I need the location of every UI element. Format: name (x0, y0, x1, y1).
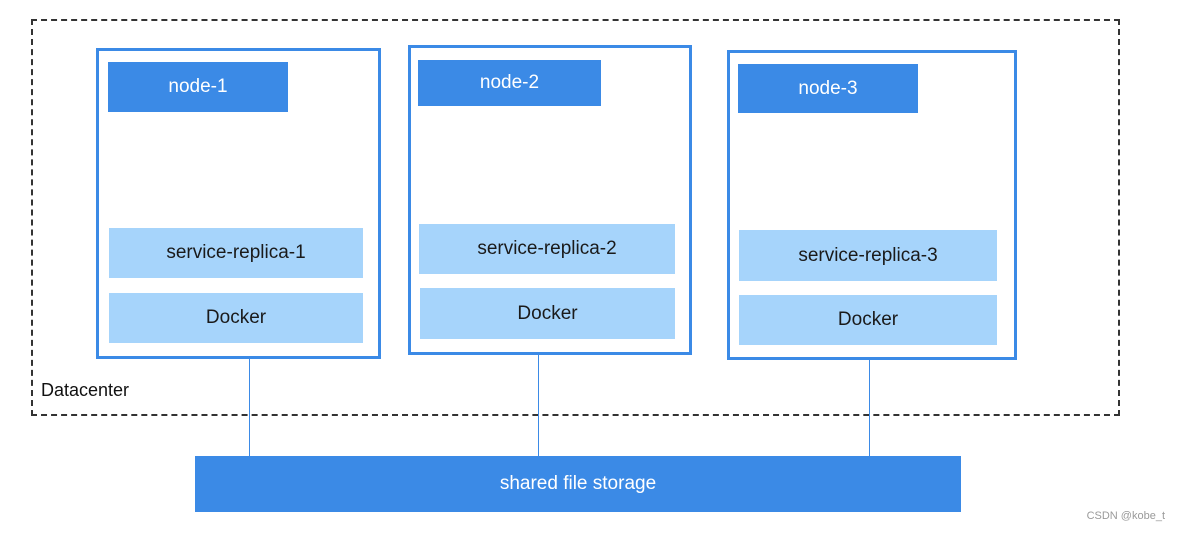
datacenter-label: Datacenter (41, 380, 130, 400)
docker-box-3: Docker (739, 295, 997, 345)
node-title-3: node-3 (738, 64, 918, 113)
shared-file-storage: shared file storage (195, 456, 961, 512)
node-box-1: node-1 service-replica-1 Docker (96, 48, 381, 359)
docker-box-1: Docker (109, 293, 363, 343)
service-replica-box-3: service-replica-3 (739, 230, 997, 281)
connector-node-2 (538, 355, 539, 457)
service-replica-box-1: service-replica-1 (109, 228, 363, 278)
watermark: CSDN @kobe_t (1086, 510, 1165, 522)
node-box-2: node-2 service-replica-2 Docker (408, 45, 692, 355)
docker-box-2: Docker (420, 288, 675, 339)
node-title-1: node-1 (108, 62, 288, 112)
service-replica-box-2: service-replica-2 (419, 224, 675, 274)
connector-node-1 (249, 359, 250, 457)
node-box-3: node-3 service-replica-3 Docker (727, 50, 1017, 360)
datacenter-boundary (31, 19, 1120, 416)
connector-node-3 (869, 360, 870, 457)
node-title-2: node-2 (418, 60, 601, 106)
